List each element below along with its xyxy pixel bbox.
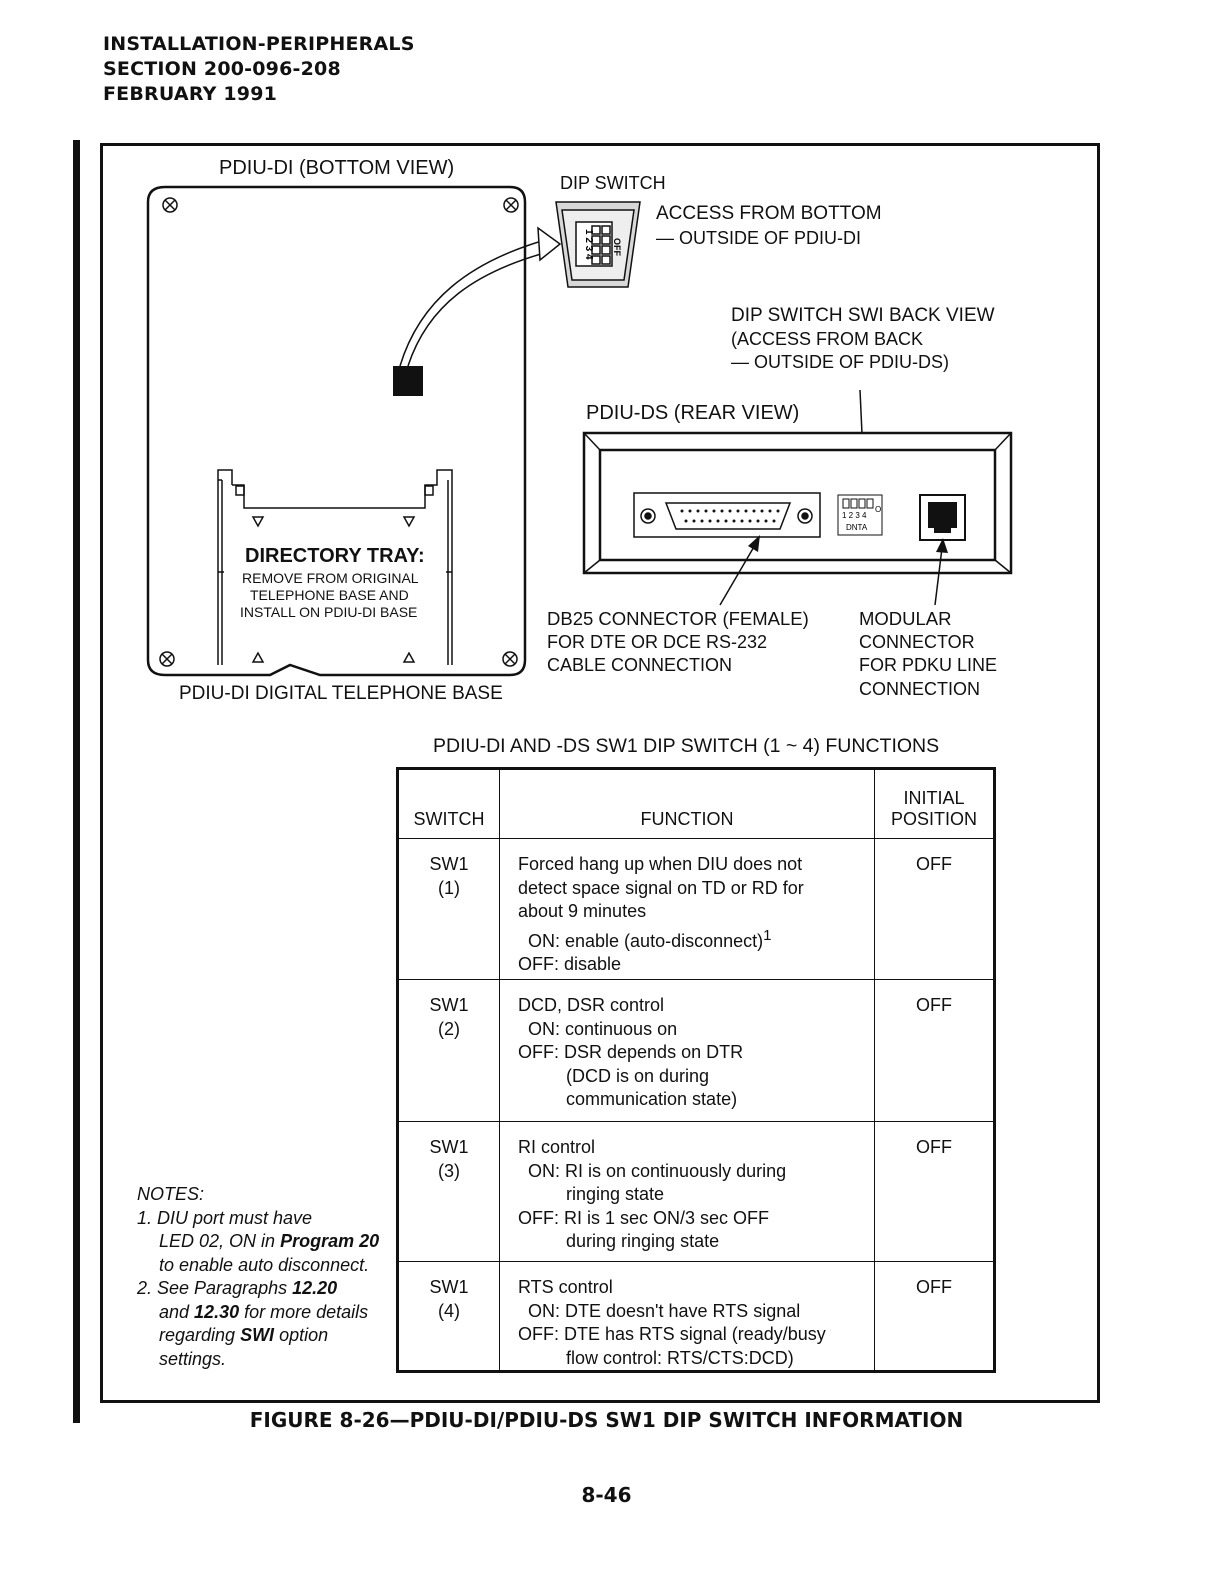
modular-line-1: MODULAR <box>859 608 952 629</box>
db25-line-3: CABLE CONNECTION <box>547 655 733 675</box>
arrow-head <box>936 538 948 553</box>
change-bar <box>73 140 80 1423</box>
figure-caption: FIGURE 8-26—PDIU-DI/PDIU-DS SW1 DIP SWIT… <box>249 1408 964 1432</box>
figure-frame <box>100 143 1100 1403</box>
switch-cell: SW1 (2) <box>397 979 500 1122</box>
dip-off: OFF <box>612 238 622 256</box>
header-title: INSTALLATION-PERIPHERALS <box>103 33 415 55</box>
modular-line-3: FOR PDKU LINE <box>859 655 998 675</box>
dip-location-marker <box>393 366 423 396</box>
db25-connector-icon <box>633 492 821 538</box>
initial-cell: OFF <box>874 979 995 1122</box>
base-label: PDIU-DI DIGITAL TELEPHONE BASE <box>179 683 503 704</box>
tray-line-1: REMOVE FROM ORIGINAL <box>242 570 419 586</box>
db25-line-2: FOR DTE OR DCE RS-232 <box>547 632 768 652</box>
function-cell: RI control ON: RI is on continuously dur… <box>499 1121 875 1262</box>
bottom-view-title: PDIU-DI (BOTTOM VIEW) <box>219 157 455 179</box>
table-row: SW1 (3) RI control ON: RI is on continuo… <box>397 1121 995 1262</box>
document-header: INSTALLATION-PERIPHERALS SECTION 200-096… <box>103 32 415 107</box>
back-view-line-1: DIP SWITCH SWI BACK VIEW <box>731 305 995 326</box>
header-date: FEBRUARY 1991 <box>103 83 278 105</box>
page-number: 8-46 <box>581 1483 632 1507</box>
col-header-initial: INITIAL POSITION <box>874 768 995 839</box>
dip-switch-label: DIP SWITCH <box>560 173 666 193</box>
note-2: 2. See Paragraphs 12.20 <box>137 1278 338 1298</box>
pdiu-di-base-outline <box>146 185 527 677</box>
note-1: 1. DIU port must have <box>137 1207 313 1228</box>
back-view-line-2: (ACCESS FROM BACK <box>731 329 924 349</box>
function-cell: Forced hang up when DIU does not detect … <box>499 838 875 980</box>
directory-tray-outline <box>217 469 453 665</box>
rear-dip-label: DNTA <box>846 523 868 532</box>
function-cell: DCD, DSR control ON: continuous on OFF: … <box>499 979 875 1122</box>
switch-cell: SW1 (1) <box>397 838 500 980</box>
back-view-line-3: — OUTSIDE OF PDIU-DS) <box>731 352 950 372</box>
rear-dip-on-marker: O <box>875 505 881 514</box>
pointer-arrow <box>719 544 756 606</box>
modular-jack-icon <box>919 494 966 541</box>
arrow-head <box>748 535 760 552</box>
pointer-arrow <box>934 547 943 606</box>
rear-view-title: PDIU-DS (REAR VIEW) <box>586 402 800 424</box>
screw-icon <box>503 197 519 213</box>
screw-icon <box>502 651 518 667</box>
arrow-head <box>537 226 562 262</box>
col-header-function: FUNCTION <box>499 768 875 839</box>
col-header-switch: SWITCH <box>397 768 500 839</box>
switch-cell: SW1 (3) <box>397 1121 500 1262</box>
modular-line-2: CONNECTOR <box>859 632 975 652</box>
access-line-2: — OUTSIDE OF PDIU-DI <box>656 228 862 248</box>
initial-cell: OFF <box>874 838 995 980</box>
initial-cell: OFF <box>874 1261 995 1372</box>
screw-icon <box>162 197 178 213</box>
rear-dip-digits: 1 2 3 4 <box>842 511 867 520</box>
table-row: SW1 (1) Forced hang up when DIU does not… <box>397 838 995 980</box>
db25-pins <box>680 509 780 523</box>
tray-title: DIRECTORY TRAY: <box>245 545 425 567</box>
tray-line-3: INSTALL ON PDIU-DI BASE <box>240 604 418 620</box>
access-line-1: ACCESS FROM BOTTOM <box>656 203 882 224</box>
modular-line-4: CONNECTION <box>859 679 980 699</box>
notes: NOTES: 1. DIU port must have LED 02, ON … <box>137 1184 380 1369</box>
initial-cell: OFF <box>874 1121 995 1262</box>
table-row: SW1 (4) RTS control ON: DTE doesn't have… <box>397 1261 995 1372</box>
notes-title: NOTES: <box>137 1184 205 1204</box>
db25-line-1: DB25 CONNECTOR (FEMALE) <box>547 608 809 629</box>
screw-icon <box>159 651 175 667</box>
header-section: SECTION 200-096-208 <box>103 58 341 80</box>
tray-line-2: TELEPHONE BASE AND <box>250 587 409 603</box>
dip-switch-icon <box>555 201 641 288</box>
sw1-function-table: SWITCH FUNCTION INITIAL POSITION SW1 (1)… <box>396 767 996 1373</box>
pointer-arrow <box>399 239 546 367</box>
switch-cell: SW1 (4) <box>397 1261 500 1372</box>
function-cell: RTS control ON: DTE doesn't have RTS sig… <box>499 1261 875 1372</box>
table-header-row: SWITCH FUNCTION INITIAL POSITION <box>397 768 995 839</box>
table-title: PDIU-DI AND -DS SW1 DIP SWITCH (1 ~ 4) F… <box>433 735 940 757</box>
rear-dip-switch-icon <box>837 494 883 536</box>
table-row: SW1 (2) DCD, DSR control ON: continuous … <box>397 979 995 1122</box>
dip-digits: 1 2 3 4 <box>583 229 594 260</box>
